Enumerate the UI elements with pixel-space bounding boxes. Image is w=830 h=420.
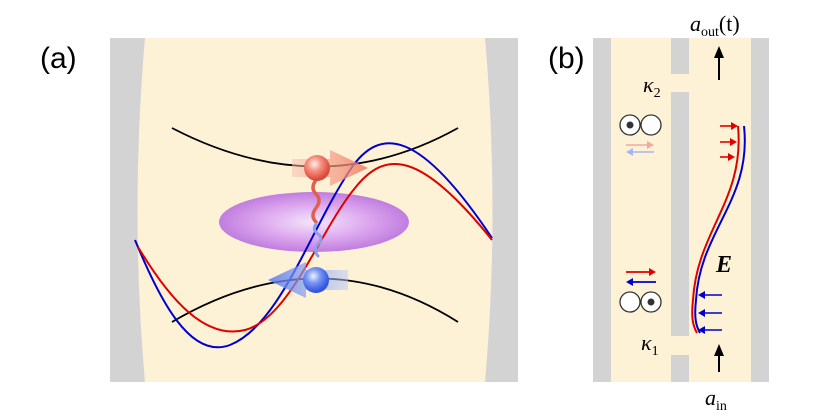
output-label: aout(t) (690, 11, 740, 40)
faded-arrows-upper (626, 141, 654, 156)
particle-red-icon (292, 150, 368, 186)
panel-a-label: (a) (40, 42, 77, 75)
mode-curve-red-b (691, 125, 740, 334)
panel-b: (b) aout(t) ain κ2 (548, 11, 769, 414)
arrows-lower (626, 268, 656, 286)
coupling-wave-blue (312, 222, 323, 258)
coupling-wave-red (311, 178, 321, 224)
mirror-segment-bottom (671, 355, 689, 382)
cavity-a-right-mirror (485, 38, 518, 382)
coupled-dots-icon (619, 114, 662, 136)
kappa2-label: κ2 (643, 72, 661, 101)
panel-a: (a) (40, 38, 518, 382)
field-arrows-red (720, 122, 738, 161)
waveguide-left-wall (593, 38, 611, 382)
coupled-dots-icon-lower (619, 291, 662, 313)
waveguide-right-wall (751, 38, 769, 382)
mode-curve-red-a (137, 162, 493, 333)
input-label: ain (705, 385, 727, 414)
mode-curve-blue-a (134, 142, 493, 349)
mirror-kappa2 (671, 92, 689, 336)
mode-curve-blue-b (694, 125, 746, 334)
mirror-segment-top (671, 38, 689, 74)
panel-b-label: (b) (548, 42, 585, 75)
input-arrow-icon (714, 344, 724, 372)
kappa1-label: κ1 (641, 330, 659, 359)
arrow-up-icon (714, 46, 724, 80)
field-label: E (715, 252, 732, 278)
particle-blue-icon (268, 262, 348, 298)
cavity-a-left-mirror (110, 38, 145, 382)
field-arrows-blue (698, 291, 722, 334)
